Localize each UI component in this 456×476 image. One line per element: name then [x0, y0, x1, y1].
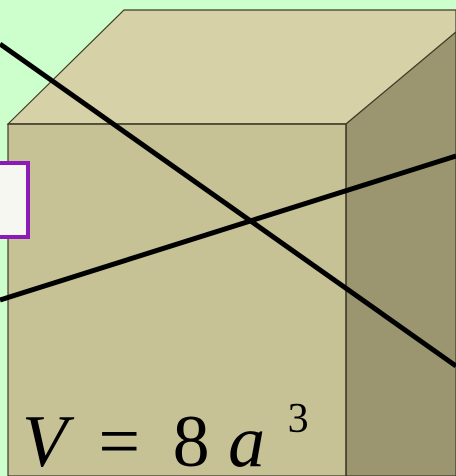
formula-exponent: 3: [288, 396, 309, 442]
formula-equals: =: [98, 401, 140, 476]
highlight-box: [0, 161, 30, 239]
formula-base: a: [228, 401, 265, 476]
formula-variable: V: [22, 401, 75, 476]
formula-coefficient: 8: [173, 401, 210, 476]
volume-formula: V = 8 a 3: [22, 396, 309, 476]
cross-line-shallow: [0, 153, 456, 303]
cross-line-diagonal: [0, 41, 456, 369]
